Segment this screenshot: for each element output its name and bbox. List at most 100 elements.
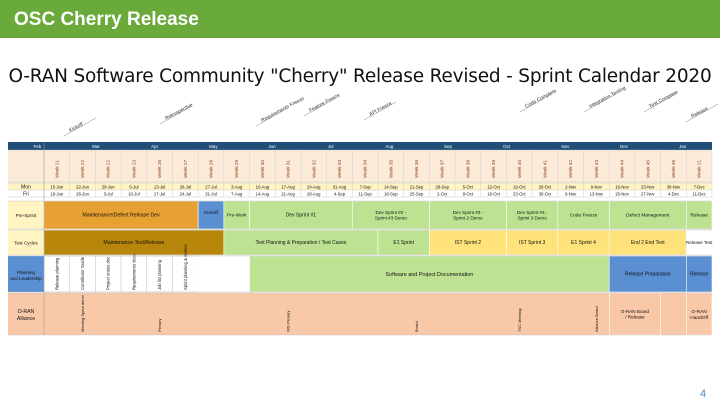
docs-cell	[120, 255, 147, 293]
monday-date: 29-Jun	[102, 185, 115, 190]
friday-date: 9-Oct	[463, 192, 474, 197]
friday-date: 16-Oct	[487, 192, 500, 197]
monday-date: 13-Jul	[154, 185, 165, 190]
pm-kickoff-bar	[197, 200, 225, 230]
monday-date: 17-Aug	[281, 185, 295, 190]
monday-date: 28-Sep	[435, 185, 449, 190]
friday-date: 18-Sep	[384, 192, 398, 197]
alliance-label-bg	[8, 293, 44, 335]
monday-date: 5-Oct	[463, 185, 474, 190]
friday-date: 27-Nov	[641, 192, 655, 197]
monday-date: 12-Oct	[487, 185, 500, 190]
week-label: Week 43	[594, 160, 599, 178]
docs-vertical-note: Sprint planning & demos	[183, 244, 188, 290]
test-sprint2-bar	[429, 229, 507, 256]
monday-date: 10-Aug	[256, 185, 270, 190]
friday-date: 10-Jul	[128, 192, 139, 197]
alliance-handoff-bar-label: HandOff	[690, 315, 708, 321]
week-label: Week 37	[440, 160, 445, 178]
pm-codefreeze-bar-label: Code Freeze	[570, 213, 598, 219]
pm-sprint4-bar-label: Dev Sprint #4 -	[517, 210, 548, 215]
friday-date: 13-Nov	[590, 192, 604, 197]
docs-software-bar	[249, 255, 610, 293]
monday-date: 7-Dec	[694, 185, 705, 190]
month-label: Apr	[151, 144, 159, 149]
milestone-label: Requirements Freeze	[260, 96, 305, 124]
week-label: Week 33	[337, 160, 342, 178]
monday-date: 15-Jun	[50, 185, 63, 190]
week-label: Week 32	[311, 160, 316, 178]
docs-vertical-note: Project status doc	[106, 257, 111, 290]
month-label: Nov	[561, 144, 570, 149]
week-band-bg	[8, 150, 712, 182]
slide-title: OSC Cherry Release	[14, 9, 199, 30]
month-label: Oct	[503, 144, 511, 149]
week-label: Week 27	[183, 160, 188, 178]
month-label: Sep	[444, 144, 453, 149]
week-label: Week 28	[209, 160, 214, 178]
week-label: Week 31	[286, 160, 291, 178]
alliance-vertical-note: TSC Meeting	[517, 309, 522, 332]
friday-date: 21-Aug	[281, 192, 295, 197]
page-number: 4	[700, 388, 707, 400]
pm-sprint3-bar-label: Sprint 2 Demo	[453, 216, 483, 221]
pm-row-label: Pre-Sprint	[16, 213, 37, 218]
milestone-label: Code Complete	[524, 88, 558, 110]
week-label: Week 40	[517, 160, 522, 178]
pm-sprint4-bar-label: Sprint 3 Demo	[517, 216, 547, 221]
test-e2e-bar	[608, 229, 687, 256]
docs-cell	[95, 255, 122, 293]
milestone-arrow	[643, 93, 677, 113]
week-label: Week 45	[645, 160, 650, 178]
milestone-arrow	[63, 117, 97, 137]
friday-date: 25-Sep	[410, 192, 424, 197]
milestone-label: Integration Testing	[588, 85, 627, 110]
test-planning-bar	[223, 229, 379, 256]
milestone-label: Release	[690, 106, 709, 120]
friday-date: 7-Aug	[231, 192, 243, 197]
monday-date: 21-Sep	[410, 185, 424, 190]
month-label: Jul	[328, 144, 334, 149]
pm-prework-bar-label: Pre-Work	[227, 213, 247, 218]
pm-kickoff-bar-label: Kickoff	[204, 210, 218, 215]
month-band-bg	[8, 142, 712, 150]
pm-sprint1-bar	[249, 200, 353, 230]
month-label: Aug	[385, 144, 394, 149]
test-sprint4-bar-label: E1 Sprint 4	[571, 240, 596, 246]
calendar-title: O-RAN Software Community "Cherry" Releas…	[8, 66, 712, 87]
month-label: May	[209, 144, 218, 149]
alliance-handoff-bar-label: O-RAN	[691, 309, 707, 315]
fri-row-label: Fri	[23, 192, 29, 198]
month-label: Jan	[679, 144, 687, 149]
alliance-row-label: Alliance	[17, 316, 35, 322]
pm-sprint2-bar-label: Sprint #3 Demo	[375, 216, 407, 221]
docs-release-bar-label: Release	[690, 272, 709, 278]
milestone-label: Kickoff	[68, 121, 85, 134]
pm-defect-bar-label: Defect Management	[626, 213, 670, 219]
docs-vertical-note: Requirements docs	[131, 254, 136, 290]
alliance-vertical-note: Meeting Sprint demo	[80, 294, 85, 332]
alliance-vertical-note: Plenary	[157, 318, 162, 332]
test-sprint2-bar-label: IST Sprint 2	[455, 240, 482, 246]
docs-release-prep-bar-label: Release Preparation	[625, 272, 671, 278]
docs-row-label: and Leadership	[10, 276, 42, 281]
milestone-label: Retrospective	[164, 102, 194, 122]
month-label: Feb	[33, 144, 41, 149]
alliance-board-bar-label: / Release	[625, 315, 645, 320]
docs-label-bg	[8, 256, 44, 292]
week-label: Week 23	[131, 160, 136, 178]
pm-sprint2-bar-label: Dev Sprint #2 -	[376, 210, 407, 215]
test-sprint3-bar	[506, 229, 559, 256]
monday-date: 20-Jul	[180, 185, 191, 190]
test-sprint3-bar-label: IST Sprint 3	[519, 240, 546, 246]
milestone-arrow	[583, 93, 617, 113]
milestone-arrow	[519, 93, 553, 113]
week-label: Week 36	[414, 160, 419, 178]
